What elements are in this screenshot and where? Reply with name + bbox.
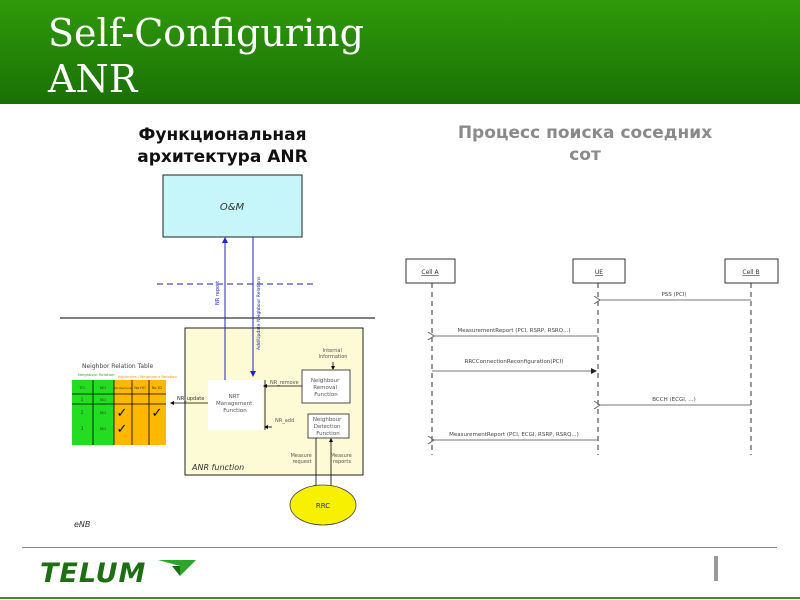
right-heading-line1: Процесс поиска соседних — [457, 123, 713, 143]
detection-function-box — [307, 413, 350, 439]
check-icon: ✓ — [152, 406, 163, 421]
entity-cell-b: Cell B — [724, 258, 779, 455]
nrt-header-no-ho: No HO — [134, 386, 146, 390]
message-measurement-report-1: MeasurementReport (PCI, RSRP, RSRQ...) — [434, 328, 598, 336]
nrt-header-no-remove: No Remove — [114, 386, 131, 390]
detection-function-label: Neighbour Detection Function — [313, 417, 343, 437]
nrt-header-no-x2: No X2 — [152, 386, 163, 390]
footer-divider — [22, 547, 777, 548]
message-pss: PSS (PCI) — [600, 292, 751, 300]
nr-update-label: Add/Update Neighbour Relations — [256, 276, 262, 350]
anr-architecture-diagram: O&M ANR function NR report Add/Update Ne… — [60, 174, 375, 529]
neighbor-search-sequence-diagram: Cell A UE Cell B PSS (PCI) MeasurementRe… — [405, 258, 779, 455]
anr-function-label: ANR function — [191, 463, 244, 472]
message-rrc-reconfiguration: RRCConnectionReconfiguration(PCI) — [432, 359, 597, 374]
left-heading-line1: Функциональная — [138, 125, 307, 145]
removal-function-label: Neighbour Removal Function — [311, 378, 341, 398]
nrt-header-nci: NCI — [100, 386, 106, 390]
nrt-row3-tci: 3 — [81, 426, 84, 431]
entity-cell-b-label: Cell B — [742, 269, 759, 276]
message-bcch: BCCH (ECGI, ...) — [600, 397, 751, 405]
message-bcch-label: BCCH (ECGI, ...) — [652, 397, 695, 403]
slide-title: Self-Configuring ANR — [48, 10, 364, 102]
message-measurement-report-2: MeasurementReport (PCI, ECGI, RSRP, RSRQ… — [434, 432, 598, 440]
slide-title-line1: Self-Configuring — [48, 11, 364, 55]
nrt-management-label: NRT Management Function — [216, 394, 254, 414]
message-rrc-reconfiguration-label: RRCConnectionReconfiguration(PCI) — [465, 359, 564, 365]
enb-label: eNB — [74, 520, 90, 529]
internal-info-label: Internal Information — [319, 348, 348, 360]
nrt-row3-nci: NCI — [100, 427, 106, 431]
om-box — [162, 174, 303, 238]
check-icon: ✓ — [117, 422, 128, 437]
entity-cell-a: Cell A — [405, 258, 456, 455]
nrt-title: Neighbor Relation Table — [82, 363, 153, 370]
left-heading-line2: архитектура ANR — [137, 147, 308, 167]
slide-marker — [714, 556, 718, 581]
left-heading: Функциональная архитектура ANR — [100, 124, 345, 168]
message-measurement-report-2-label: MeasurementReport (PCI, ECGI, RSRP, RSRQ… — [449, 432, 579, 438]
nr-report-label: NR report — [215, 281, 221, 305]
message-pss-label: PSS (PCI) — [661, 292, 686, 298]
footer-bottom-line — [0, 597, 800, 599]
neighbor-relation-table: TCI NCI No Remove No HO No X2 1 NCI 2 NC… — [72, 380, 166, 445]
measure-request-label: Measure request — [291, 453, 314, 465]
rrc-node — [289, 484, 357, 526]
nrt-row1-tci: 1 — [81, 397, 84, 402]
nrt-orange-zone — [114, 380, 166, 445]
nrt-header-tci: TCI — [78, 386, 84, 390]
nrt-group-right: Attributes / Neighbour Relation — [118, 374, 177, 379]
nr-add-label: NR_add — [275, 418, 294, 424]
rrc-label: RRC — [316, 502, 330, 510]
message-measurement-report-1-label: MeasurementReport (PCI, RSRP, RSRQ...) — [458, 328, 571, 334]
slide-title-line2: ANR — [48, 57, 138, 101]
entity-ue: UE — [572, 258, 626, 455]
nrt-group-left: Neighbour Relation — [78, 372, 115, 377]
removal-function-box — [301, 369, 351, 404]
nr-remove-label: NR_remove — [270, 380, 299, 386]
right-heading-line2: сот — [569, 145, 601, 165]
right-heading: Процесс поиска соседних сот — [400, 122, 770, 166]
entity-ue-label: UE — [595, 269, 603, 276]
logo-flag-icon — [158, 560, 196, 576]
nrt-link-label: NR_update — [177, 396, 204, 402]
nrt-row2-nci: NCI — [100, 411, 106, 415]
om-label: O&M — [220, 202, 245, 213]
telum-logo: TELUM — [40, 558, 196, 589]
slide-header: Self-Configuring ANR — [0, 0, 800, 104]
entity-cell-a-label: Cell A — [421, 269, 439, 276]
nrt-row2-tci: 2 — [81, 410, 84, 415]
check-icon: ✓ — [117, 406, 128, 421]
telum-logo-text: TELUM — [40, 558, 147, 589]
nrt-management-box — [208, 380, 263, 430]
nrt-row1-nci: NCI — [100, 398, 106, 402]
measure-reports-label: Measure reports — [331, 453, 354, 465]
